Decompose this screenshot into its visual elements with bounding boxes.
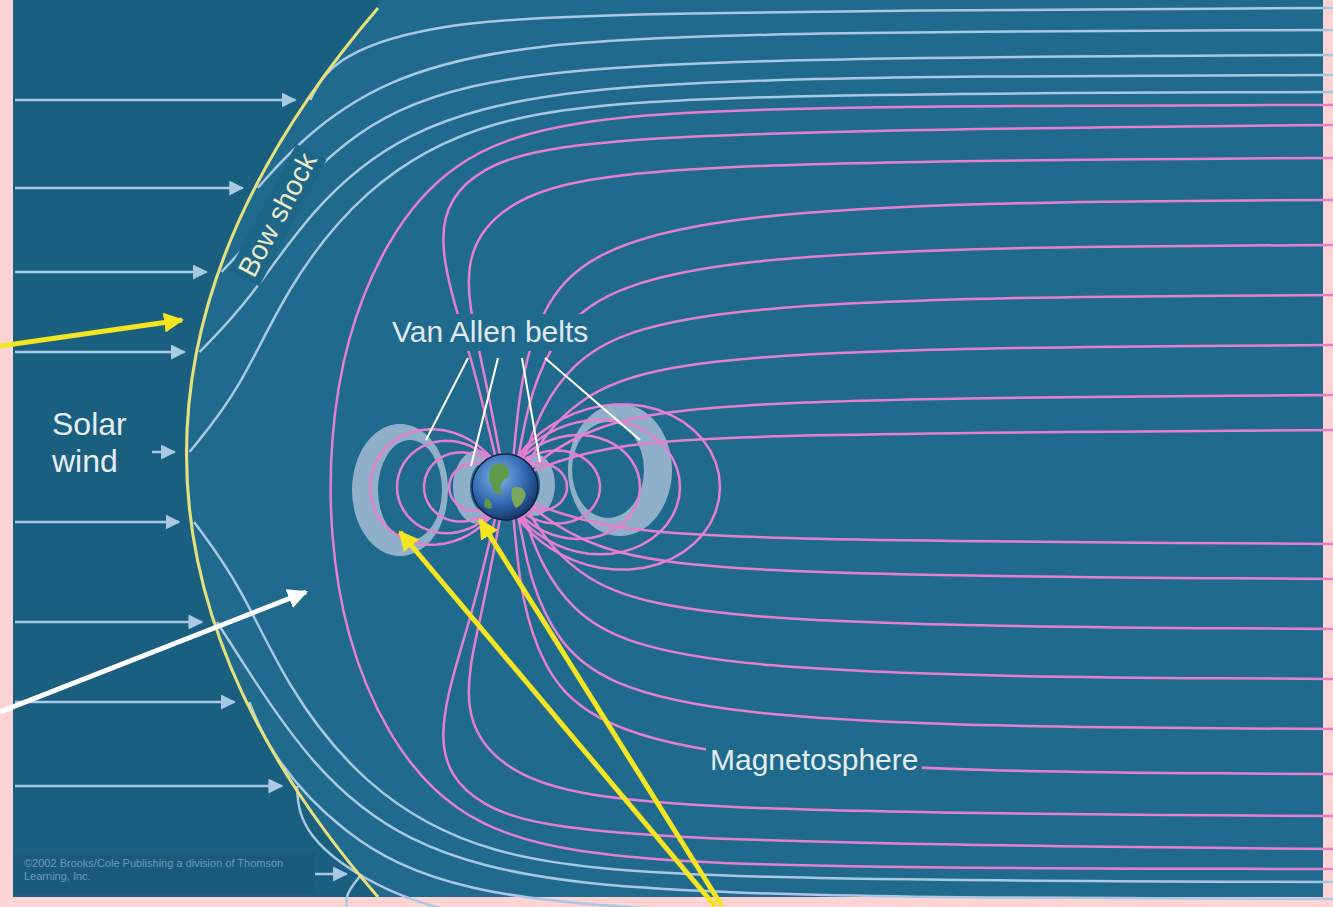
pointer-arrow (0, 592, 306, 712)
solar-wind-arrow (15, 99, 295, 102)
solar-wind-lines (15, 8, 1333, 907)
magnetic-field-lines (331, 105, 1333, 869)
field-line (528, 345, 1333, 463)
leader-line (426, 358, 468, 440)
leader-line (522, 358, 540, 462)
field-line (331, 105, 1333, 869)
deflected-flow-line (310, 8, 1333, 100)
van-allen-label: Van Allen belts (388, 314, 592, 351)
copyright-credit: ©2002 Brooks/Cole Publishing a division … (20, 856, 318, 883)
deflected-flow-line (190, 92, 1333, 452)
continent (489, 463, 509, 494)
solar-wind-arrow (15, 187, 243, 190)
solar-wind-arrow (15, 521, 179, 524)
pointer-arrow (480, 520, 722, 906)
dipole-field-line (521, 435, 640, 539)
leader-lines (426, 358, 640, 466)
solar-wind-arrow (15, 785, 282, 788)
pointer-arrow (400, 532, 715, 906)
magnetosphere-label: Magnetosphere (706, 742, 922, 779)
field-line (523, 295, 1333, 460)
deflected-flow-line (194, 522, 1333, 882)
dipole-field-line (518, 404, 720, 569)
pointer-arrows (0, 320, 722, 906)
continent (484, 498, 492, 509)
solar-wind-arrow (15, 351, 185, 354)
deflected-flow-line (221, 55, 1333, 272)
field-line (523, 514, 1333, 679)
upstream-region (13, 0, 378, 897)
field-line (469, 158, 1333, 455)
solar-wind-arrow (15, 621, 202, 624)
space-background (13, 0, 1323, 897)
leader-line (545, 358, 640, 440)
earth-globe (472, 454, 538, 520)
bow-shock-label: Bow shock (229, 144, 327, 287)
leader-line (471, 358, 498, 466)
earth (472, 454, 538, 520)
continent (512, 487, 527, 508)
field-line (528, 511, 1333, 629)
solar-wind-label: Solar wind (48, 405, 152, 481)
solar-wind-arrow (15, 701, 234, 704)
deflected-flow-line (217, 622, 1333, 899)
dipole-field-line (519, 420, 680, 555)
bow-shock-curve (187, 8, 379, 897)
pointer-arrow (0, 320, 182, 346)
solar-wind-arrow (150, 451, 175, 454)
solar-wind-arrow (15, 271, 206, 274)
